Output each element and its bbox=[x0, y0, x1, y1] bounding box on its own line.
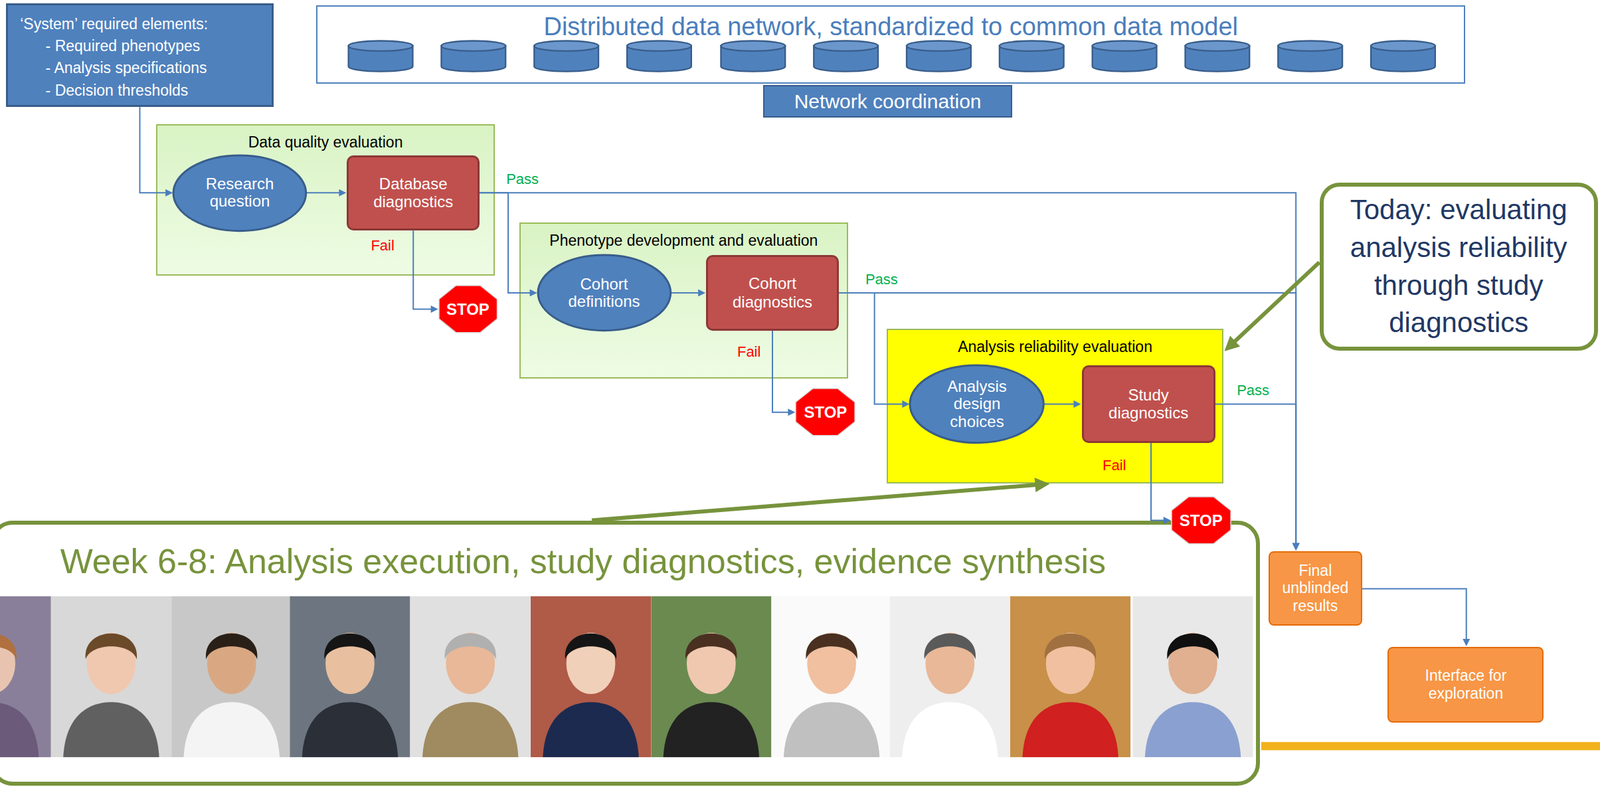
stage-group: Phenotype development and evaluationCoho… bbox=[519, 222, 849, 379]
diagnostic-box: Cohort diagnostics bbox=[706, 255, 839, 331]
process-ellipse: Research question bbox=[173, 155, 307, 232]
node-text: Interface for exploration bbox=[1400, 666, 1531, 703]
node-text: Research question bbox=[191, 175, 288, 211]
node-text: Distributed data network, standardized t… bbox=[543, 11, 1239, 43]
node-text: STOP bbox=[1179, 512, 1223, 529]
node-text: - Analysis specifications bbox=[45, 57, 208, 80]
stop-sign: STOP bbox=[795, 388, 855, 436]
ellipse-shape bbox=[537, 255, 671, 331]
stop-sign: STOP bbox=[1171, 496, 1231, 544]
edge-label: Pass bbox=[506, 170, 539, 188]
stage-group: Data quality evaluationResearch question… bbox=[156, 124, 495, 275]
edge-label: Pass bbox=[865, 270, 898, 289]
edge-label: Fail bbox=[1102, 456, 1126, 474]
node-text: Data quality evaluation bbox=[248, 133, 404, 153]
edge-label-anchor: Fail bbox=[1102, 456, 1126, 474]
edge-label-anchor: Fail bbox=[737, 343, 761, 361]
process-ellipse: Analysis design choices bbox=[909, 365, 1044, 444]
node-text: STOP bbox=[803, 404, 847, 421]
edge-label: Fail bbox=[370, 237, 394, 255]
connector-arrow bbox=[1230, 262, 1320, 347]
output-box: Final unblinded results bbox=[1268, 551, 1363, 626]
connector-arrow bbox=[479, 192, 1296, 547]
node-text: Cohort definitions bbox=[556, 275, 653, 311]
edge-label: Fail bbox=[737, 343, 761, 361]
edge-label-anchor: Pass bbox=[865, 270, 898, 289]
diagnostic-box: Study diagnostics bbox=[1081, 365, 1216, 444]
requirements-box: ‘System’ required elements:- Required ph… bbox=[5, 3, 274, 108]
node-text: - Decision thresholds bbox=[45, 79, 189, 102]
diagnostic-box: Database diagnostics bbox=[346, 155, 480, 232]
ellipse-shape bbox=[909, 365, 1044, 444]
edge-label-anchor: Pass bbox=[506, 170, 539, 188]
node-text: ‘System’ required elements: bbox=[19, 13, 208, 36]
callout-box: Week 6-8: Analysis execution, study diag… bbox=[0, 520, 1260, 786]
data-network-box: Distributed data network, standardized t… bbox=[316, 5, 1466, 84]
octagon-shape bbox=[439, 285, 498, 333]
octagon-shape bbox=[795, 388, 855, 436]
stop-sign: STOP bbox=[439, 285, 498, 333]
node-text: STOP bbox=[446, 301, 490, 318]
node-text: - Required phenotypes bbox=[45, 35, 201, 58]
connector-arrow bbox=[838, 292, 1296, 547]
node-text: Week 6-8: Analysis execution, study diag… bbox=[60, 540, 1106, 582]
node-text: Phenotype development and evaluation bbox=[549, 231, 818, 251]
node-text: Database diagnostics bbox=[361, 174, 465, 212]
edge-label: Pass bbox=[1236, 381, 1270, 400]
node-text: Network coordination bbox=[794, 90, 982, 113]
octagon-shape bbox=[1171, 496, 1231, 544]
node-text: Analysis reliability evaluation bbox=[957, 338, 1153, 357]
connector-arrow bbox=[1362, 588, 1467, 643]
output-box: Interface for exploration bbox=[1387, 646, 1544, 723]
process-ellipse: Cohort definitions bbox=[537, 255, 671, 331]
ellipse-shape bbox=[173, 155, 307, 232]
stage-group: Analysis reliability evaluationAnalysis … bbox=[886, 328, 1224, 485]
node-text: Today: evaluating analysis reliability t… bbox=[1335, 191, 1582, 343]
edge-label-anchor: Pass bbox=[1236, 381, 1270, 400]
edge-label-anchor: Fail bbox=[370, 237, 394, 255]
node-text: Study diagnostics bbox=[1096, 385, 1201, 423]
connector-arrow bbox=[591, 484, 1043, 521]
node-text: Final unblinded results bbox=[1275, 561, 1355, 615]
coordination-box: Network coordination bbox=[763, 85, 1013, 118]
callout-box: Today: evaluating analysis reliability t… bbox=[1319, 182, 1599, 351]
footer-bar bbox=[1261, 741, 1600, 750]
node-text: Analysis design choices bbox=[929, 377, 1026, 431]
node-text: Cohort diagnostics bbox=[720, 274, 825, 311]
